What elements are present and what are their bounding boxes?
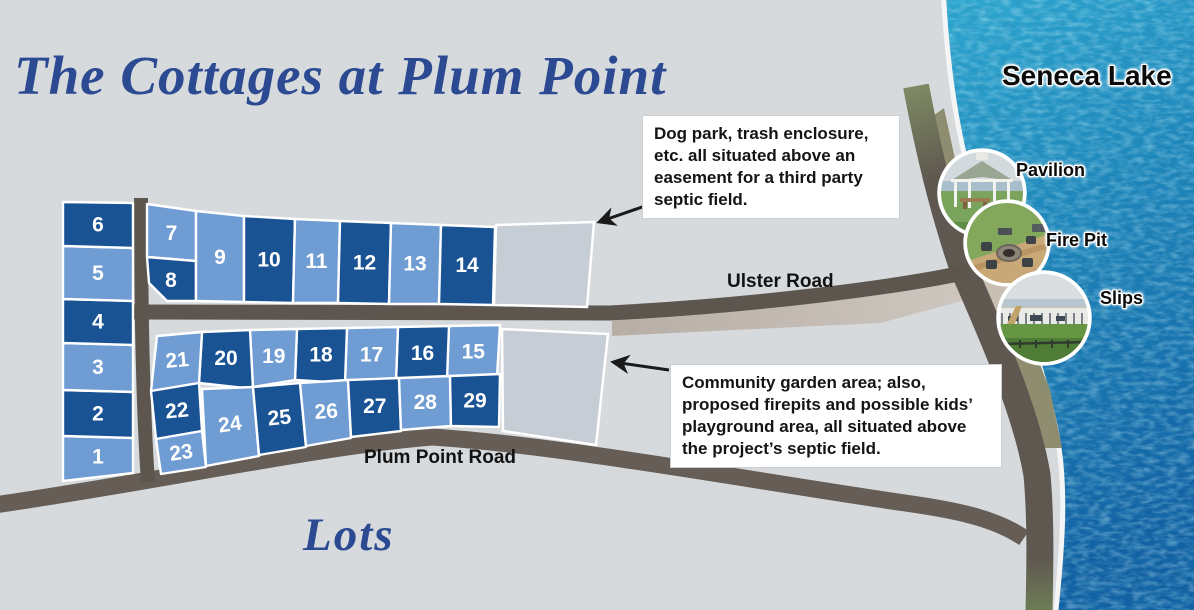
garden-arrow [610,354,670,374]
lot-20[interactable] [197,328,255,391]
lot-13[interactable] [387,221,443,306]
lot-24[interactable] [200,385,261,468]
lot-26[interactable] [298,378,353,448]
plum-point-road-label: Plum Point Road [364,447,516,468]
dog-park-callout: Dog park, trash enclosure, etc. all situ… [642,115,900,220]
fire-pit-photo[interactable] [963,199,1051,287]
lakeside-road [950,262,1054,610]
lot-25[interactable] [251,381,308,457]
lot-8[interactable] [145,255,198,303]
lot-3[interactable] [61,341,135,394]
lot-27[interactable] [346,376,403,439]
plum-point-road [0,428,1029,546]
lake-label: Seneca Lake [1002,60,1172,91]
slips-label: Slips [1100,288,1144,308]
lot-14[interactable] [437,223,497,307]
lot-29[interactable] [448,372,502,429]
pavilion-label: Pavilion [1016,160,1086,180]
lot-7[interactable] [145,202,198,263]
page-title: The Cottages at Plum Point [14,45,667,106]
lot-9[interactable] [194,209,246,304]
community-garden-callout: Community garden area; also, proposed fi… [670,364,1002,469]
slips-photo[interactable] [996,270,1092,366]
lot-22[interactable] [149,381,204,441]
lot-28[interactable] [397,374,453,432]
lot-19[interactable] [248,327,299,389]
lot-18[interactable] [293,326,349,385]
lot-5[interactable] [61,244,135,303]
fire-pit-label: Fire Pit [1046,230,1108,250]
north-access-road [903,83,976,275]
dog-park-arrow [596,204,646,226]
parcel-community-garden [500,327,610,447]
parcel-dog-park [492,220,596,309]
lot-6[interactable] [61,200,135,250]
ulster-road-label: Ulster Road [727,271,834,292]
lot-11[interactable] [291,217,342,305]
lot-2[interactable] [61,388,135,440]
lot-10[interactable] [242,214,297,305]
lot-12[interactable] [336,219,393,306]
lot-1[interactable] [61,434,135,483]
lot-16[interactable] [394,324,451,383]
lot-15[interactable] [445,323,502,381]
lot-4[interactable] [61,297,135,347]
lot-17[interactable] [343,325,400,385]
lot-21[interactable] [149,330,204,393]
lot-23[interactable] [154,429,208,476]
interior-road [134,197,155,483]
lots-heading: Lots [303,509,395,561]
ulster-road [133,263,974,321]
